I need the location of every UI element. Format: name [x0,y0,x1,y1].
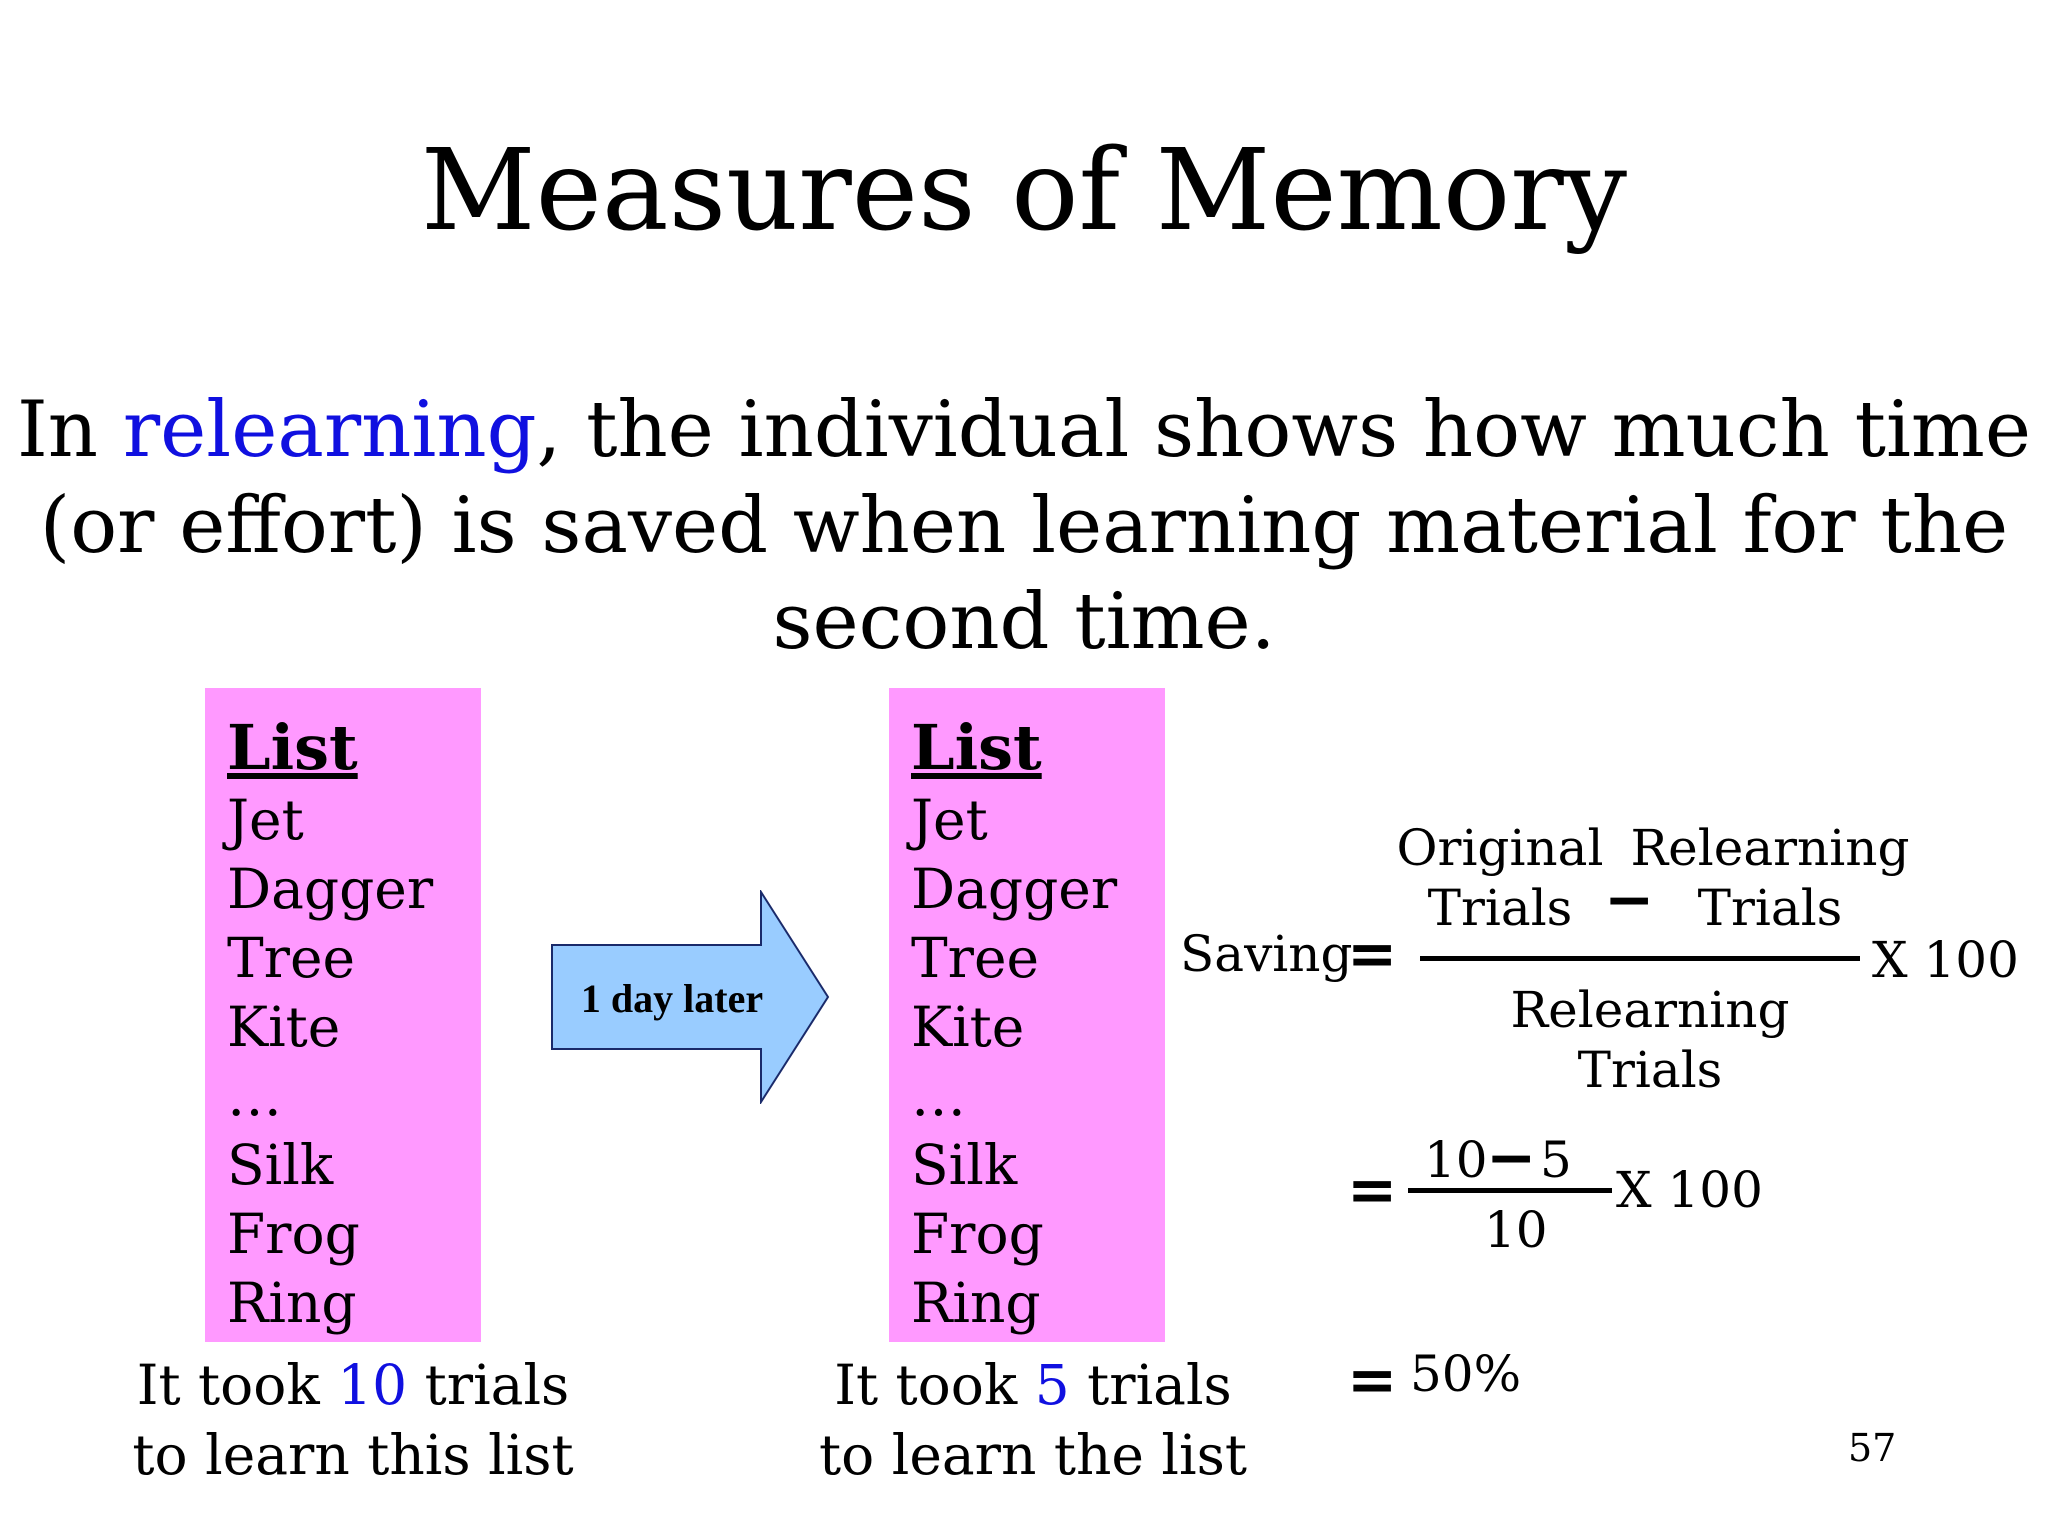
times-100: X 100 [1872,931,2019,989]
relearning-trials-term: Relearning Trials [1630,818,1910,938]
term-line: Original [1396,819,1604,877]
list-item: Jet [911,788,988,852]
page-number: 57 [1848,1426,1897,1470]
list-item: Silk [911,1133,1018,1197]
relearning-list: List Jet Dagger Tree Kite … Silk Frog Ri… [889,688,1165,1342]
trial-count: 10 [337,1353,408,1417]
intro-text-after: , the individual shows how much time (or… [39,385,2032,667]
intro-paragraph: In relearning, the individual shows how … [0,382,2048,670]
times-100: X 100 [1616,1161,1763,1219]
trial-count: 5 [1034,1353,1070,1417]
fraction-bar [1420,956,1860,961]
original-trials-term: Original Trials [1380,818,1620,938]
list-item: Tree [227,926,356,990]
equals-sign: = [1347,1155,1398,1225]
fraction-bar [1408,1188,1612,1193]
list-item: Dagger [227,857,434,921]
list-item: … [911,1064,966,1128]
caption-suffix: trials [407,1353,570,1417]
term-line: Relearning [1630,819,1910,877]
list-item: Frog [911,1202,1044,1266]
denominator-term: Relearning Trials [1500,980,1800,1100]
saving-label: Saving [1180,925,1353,983]
minus-sign: − [1486,1123,1537,1193]
caption-suffix: trials [1069,1353,1232,1417]
term-line: Trials [1697,879,1843,937]
equals-sign: = [1347,919,1398,989]
equals-sign: = [1347,1345,1398,1415]
numerator-b: 5 [1540,1131,1572,1189]
list-item: Silk [227,1133,334,1197]
caption-line-2: to learn the list [819,1423,1247,1487]
list-item: Jet [227,788,304,852]
list-item: Ring [911,1271,1041,1335]
caption-prefix: It took [834,1353,1035,1417]
first-learning-caption: It took 10 trials to learn this list [93,1350,613,1490]
term-line: Trials [1577,1041,1723,1099]
caption-prefix: It took [136,1353,338,1417]
arrow-label: 1 day later [580,976,764,1021]
relearning-caption: It took 5 trials to learn the list [773,1350,1293,1490]
term-line: Trials [1427,879,1573,937]
minus-sign: − [1604,865,1655,935]
intro-highlight-term: relearning [122,385,537,475]
list-heading: List [911,711,1042,784]
list-heading: List [227,711,358,784]
first-learning-list: List Jet Dagger Tree Kite … Silk Frog Ri… [205,688,481,1342]
intro-text-before: In [16,385,123,475]
denominator-value: 10 [1484,1201,1548,1259]
list-item: Ring [227,1271,357,1335]
list-item: Kite [911,995,1025,1059]
right-arrow-icon [551,890,830,1104]
list-item: Dagger [911,857,1118,921]
caption-line-1: It took 5 trials [773,1350,1293,1420]
slide-title: Measures of Memory [420,126,1628,256]
caption-line-2: to learn this list [132,1423,574,1487]
numerator-a: 10 [1424,1131,1488,1189]
term-line: Relearning [1510,981,1790,1039]
list-item: Kite [227,995,341,1059]
saving-result: 50% [1410,1345,1522,1403]
list-item: Frog [227,1202,360,1266]
caption-line-1: It took 10 trials [93,1350,613,1420]
list-item: Tree [911,926,1040,990]
list-item: … [227,1064,282,1128]
